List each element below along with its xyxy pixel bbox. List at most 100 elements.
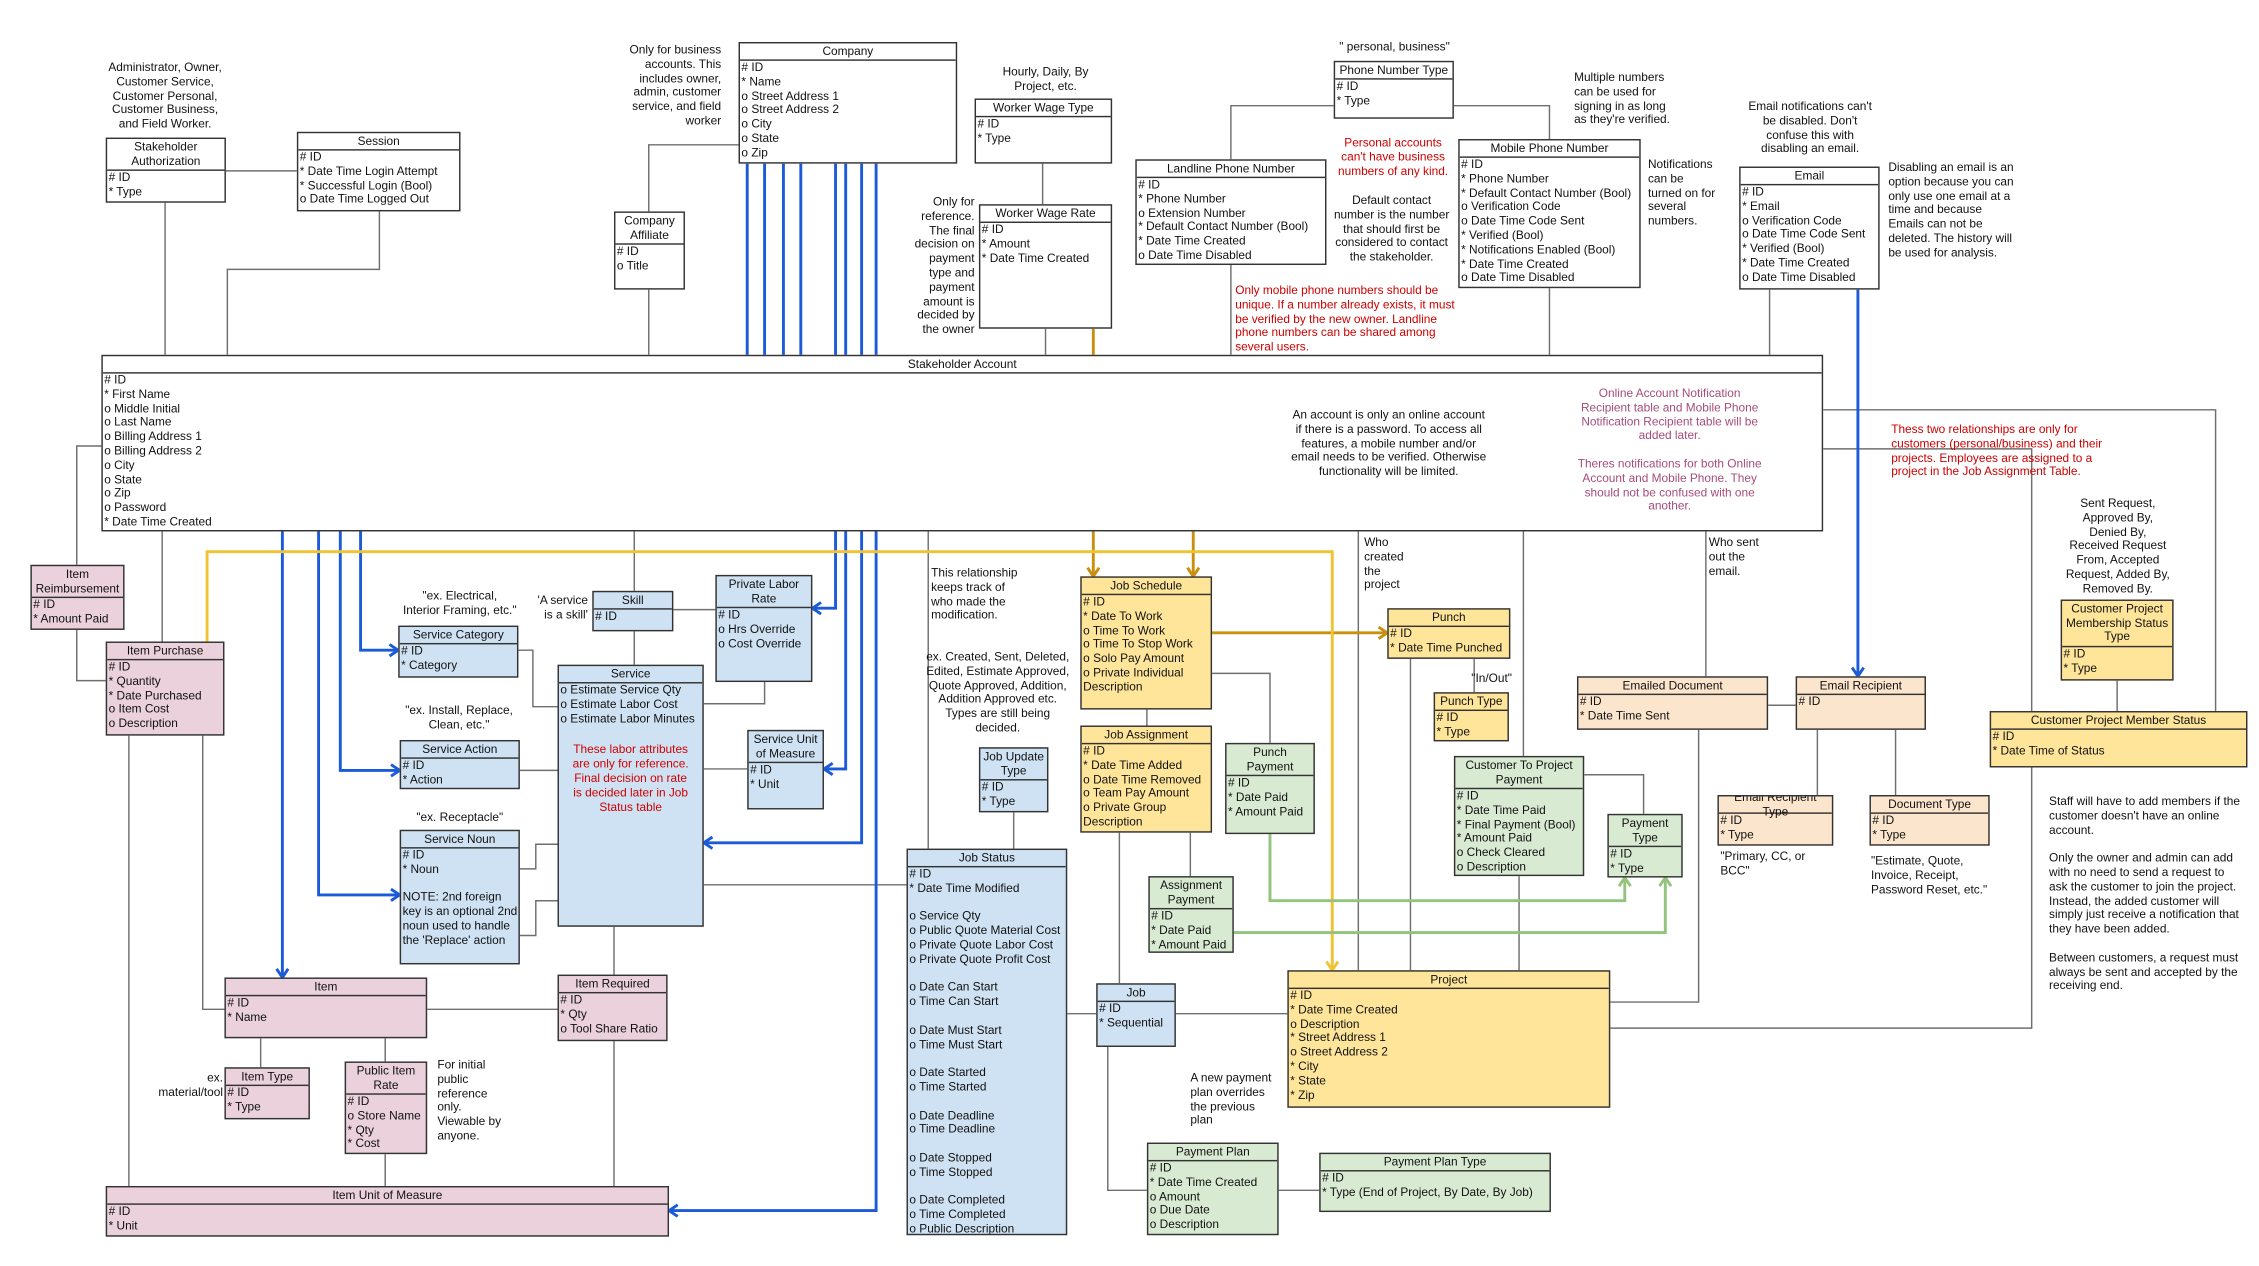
entity-attribute: * Qty xyxy=(560,1007,587,1021)
entity-attribute: * Sequential xyxy=(1099,1016,1164,1030)
note-item-type-examples: ex. material/tool xyxy=(158,1071,224,1099)
entity-document-type[interactable]: Document Type# ID* Type xyxy=(1869,795,1990,846)
entity-attribute: * Phone Number xyxy=(1461,172,1549,186)
entity-attribute: o Time Completed xyxy=(909,1207,1006,1221)
entity-customer-project-membership-status-type[interactable]: Customer Project Membership Status Type#… xyxy=(2060,599,2174,681)
relationship-line xyxy=(1584,774,1645,814)
entity-attribute: * Date Time Created xyxy=(981,251,1090,265)
entity-attribute: # ID xyxy=(1290,989,1313,1003)
entity-skill[interactable]: Skill# ID xyxy=(592,590,674,632)
entity-service-unit-of-measure[interactable]: Service Unit of Measure# ID* Unit xyxy=(747,729,824,810)
note-wage-reference: Only for reference. The final decision o… xyxy=(914,195,975,337)
entity-job-update-type[interactable]: Job Update Type# ID* Type xyxy=(978,747,1049,813)
entity-punch[interactable]: Punch# ID* Date Time Punched xyxy=(1387,608,1511,659)
entity-attribute: # ID xyxy=(227,1086,250,1100)
entity-email-recipient[interactable]: Email Recipient# ID xyxy=(1795,676,1926,730)
entity-attribute: # ID xyxy=(1872,813,1895,827)
entity-title: Item Unit of Measure xyxy=(107,1187,668,1205)
entity-attribute xyxy=(908,1094,1066,1108)
entity-attribute: o Time Must Start xyxy=(909,1037,1003,1051)
entity-punch-payment[interactable]: Punch Payment# ID* Date Paid* Amount Pai… xyxy=(1225,742,1315,835)
entity-attribute: o Private Quote Labor Cost xyxy=(909,938,1054,952)
entity-attribute xyxy=(908,1052,1066,1066)
note-recipient-type-examples: "Primary, CC, or BCC" xyxy=(1720,850,1806,878)
entity-item-reimbursement[interactable]: Item Reimbursement# ID* Amount Paid xyxy=(30,564,125,630)
entity-title: Service Unit of Measure xyxy=(748,731,823,764)
entity-attribute: o Street Address 1 xyxy=(741,89,839,103)
entity-attribute: * Name xyxy=(741,75,781,89)
entity-item-purchase[interactable]: Item Purchase# ID* Quantity* Date Purcha… xyxy=(105,641,225,736)
entity-job[interactable]: Job# ID* Sequential xyxy=(1096,983,1176,1047)
relationship-arrowhead xyxy=(1186,566,1201,579)
entity-item[interactable]: Item# ID* Name xyxy=(224,977,428,1039)
entity-title: Customer Project Membership Status Type xyxy=(2062,601,2173,648)
entity-service-action[interactable]: Service Action# ID* Action xyxy=(399,739,520,790)
entity-mobile-phone-number[interactable]: Mobile Phone Number# ID* Phone Number* D… xyxy=(1458,139,1641,289)
entity-punch-type[interactable]: Punch Type# ID* Type xyxy=(1433,692,1509,742)
entity-item-type[interactable]: Item Type# ID* Type xyxy=(224,1067,310,1120)
entity-title: Email xyxy=(1740,168,1879,186)
entity-attribute: * Notifications Enabled (Bool) xyxy=(1461,242,1616,256)
note-wage-types: Hourly, Daily, By Project, etc. xyxy=(1002,65,1089,93)
note-update-type-examples: ex. Created, Sent, Deleted, Edited, Esti… xyxy=(926,650,1070,735)
entity-attribute: # ID xyxy=(1336,79,1359,93)
entity-email-recipient-type[interactable]: Email Recipient Type# ID* Type xyxy=(1717,795,1834,846)
entity-item-unit-of-measure[interactable]: Item Unit of Measure# ID* Unit xyxy=(105,1185,670,1237)
entity-title: Service Noun xyxy=(401,831,519,849)
entity-service-category[interactable]: Service Category# ID* Category xyxy=(398,625,519,678)
entity-session[interactable]: Session# ID* Date Time Login Attempt* Su… xyxy=(296,131,461,212)
note-in-out: "In/Out" xyxy=(1471,671,1512,685)
relationship-arrowhead xyxy=(1325,960,1340,973)
entity-attribute: o Tool Share Ratio xyxy=(560,1021,658,1035)
entity-attribute: o Middle Initial xyxy=(104,401,181,416)
entity-attribute: NOTE: 2nd foreign key is an optional 2nd… xyxy=(402,891,518,947)
entity-title: Payment Plan Type xyxy=(1320,1154,1550,1172)
entity-attribute: o Description xyxy=(1290,1017,1360,1031)
entity-assignment-payment[interactable]: Assignment Payment# ID* Date Paid* Amoun… xyxy=(1148,876,1234,953)
entity-attribute: o Date Time Code Sent xyxy=(1461,214,1585,228)
entity-attribute: * Date Time Added xyxy=(1083,758,1183,772)
entity-attribute xyxy=(401,877,518,891)
entity-attribute: * Amount Paid xyxy=(1456,831,1532,845)
note-roles: Administrator, Owner, Customer Service, … xyxy=(108,60,222,131)
note-membership-statuses: Sent Request, Approved By, Denied By, Re… xyxy=(2065,496,2170,595)
entity-payment-type[interactable]: Payment Type# ID* Type xyxy=(1607,813,1683,878)
entity-customer-project-member-status[interactable]: Customer Project Member Status# ID* Date… xyxy=(1989,711,2248,768)
entity-worker-wage-rate[interactable]: Worker Wage Rate# ID* Amount* Date Time … xyxy=(978,204,1113,329)
relationship-line xyxy=(1453,104,1551,140)
entity-stakeholder-authorization[interactable]: Stakeholder Authorization# ID* Type xyxy=(105,137,226,203)
entity-attribute: * Noun xyxy=(402,862,439,876)
note-phone-types: " personal, business" xyxy=(1339,40,1450,54)
entity-attribute: # ID xyxy=(402,848,425,862)
entity-worker-wage-type[interactable]: Worker Wage Type# ID* Type xyxy=(974,98,1113,164)
entity-title: Public Item Rate xyxy=(346,1063,426,1095)
entity-attribute: * Date Time Login Attempt xyxy=(299,164,438,178)
entity-payment-plan-type[interactable]: Payment Plan Type# ID* Type (End of Proj… xyxy=(1319,1152,1551,1213)
entity-attribute: # ID xyxy=(981,223,1004,237)
entity-emailed-document[interactable]: Emailed Document# ID* Date Time Sent xyxy=(1576,676,1769,730)
entity-phone-number-type[interactable]: Phone Number Type# ID* Type xyxy=(1333,60,1454,119)
entity-attribute: # ID xyxy=(1390,627,1412,641)
entity-attribute: * Date Time Created xyxy=(1742,256,1850,270)
entity-attribute: # ID xyxy=(33,598,56,612)
entity-title: Customer Project Member Status xyxy=(1991,712,2247,730)
relationship-arrowhead xyxy=(1850,666,1865,679)
entity-attribute: # ID xyxy=(402,758,425,772)
entity-attribute: # ID xyxy=(977,117,1000,131)
entity-customer-to-project-payment[interactable]: Customer To Project Payment# ID* Date Ti… xyxy=(1453,755,1585,877)
